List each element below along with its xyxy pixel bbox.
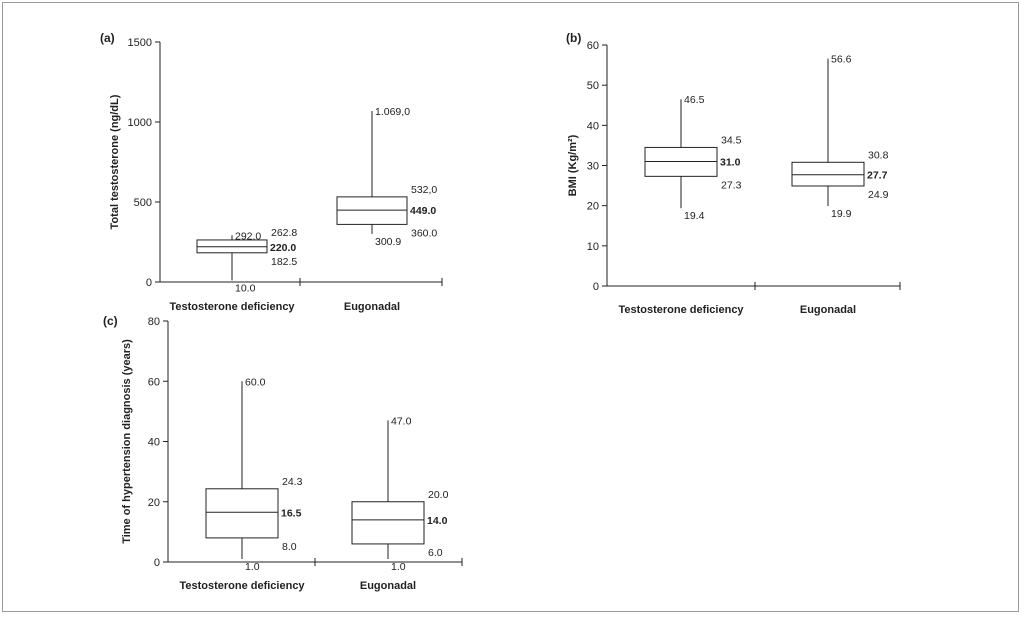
panel-2-box-2-max-label: 56.6 [831,54,852,66]
panel-3-box-1-q1-label: 8.0 [282,541,297,553]
panel-3-y-tick-label: 0 [154,557,160,569]
panel-3-y-tick-label: 40 [148,437,160,449]
panel-2-y-tick-label: 60 [587,40,599,52]
panel-2-y-tick-label: 40 [587,120,599,132]
panel-3-box-2-q3-label: 20.0 [428,489,449,501]
panel-1-y-axis-label: Total testosterone (ng/dL) [109,94,121,229]
panel-3-y-tick-label: 20 [148,497,160,509]
panel-2-label: (b) [566,31,581,45]
panel-3-box-1-iqr-box [205,488,279,539]
panel-1-box-2-q3-label: 532,0 [411,184,437,196]
panel-3-box-2-iqr-box [351,501,425,545]
panel-3-y-tick-label: 60 [148,376,160,388]
panel-2-box-1-median-label: 31.0 [720,156,741,168]
panel-3-box-2-min-label: 1.0 [391,561,406,573]
panel-1-box-2-q1-label: 360.0 [411,227,437,239]
panel-2-y-tick-label: 30 [587,161,599,173]
panel-1-box-1-median-label: 220.0 [270,242,296,254]
panel-1-box-2-min-label: 300.9 [375,236,401,248]
panel-3-box-1-max-label: 60.0 [245,376,266,388]
panel-2-y-tick-label: 10 [587,241,599,253]
panel-2-x-category-label: Testosterone deficiency [618,304,744,316]
panel-3-y-axis-label: Time of hypertension diagnosis (years) [121,339,133,544]
panel-2-box-2-q1-label: 24.9 [868,189,889,201]
panel-3-x-category-label: Eugonadal [360,580,416,592]
panel-3-box-2-max-label: 47.0 [391,415,412,427]
panel-2-box-2-median-label: 27.7 [867,170,888,182]
panel-3-box-2-median-label: 14.0 [427,515,448,527]
panel-2-y-axis-label: BMI (Kg/m²) [567,134,579,196]
panel-2-y-tick-label: 50 [587,80,599,92]
panel-1-x-category-label: Eugonadal [344,301,400,313]
panel-1-box-1-min-label: 10.0 [235,282,256,294]
panel-1-box-1-max-label: 292.0 [235,230,261,242]
panel-3-box-1-median-label: 16.5 [281,507,302,519]
panel-1-box-2-median-label: 449.0 [410,205,436,217]
panel-2-box-1-q3-label: 34.5 [721,134,742,146]
panel-2-box-1-min-label: 19.4 [684,210,705,222]
panel-2-box-2-iqr-box [791,161,865,187]
panel-1-y-tick-label: 1000 [128,117,152,129]
panel-3-label: (c) [103,314,118,328]
panel-2-y-tick-label: 20 [587,201,599,213]
panel-2-box-2-q3-label: 30.8 [868,149,889,161]
panel-1-x-category-label: Testosterone deficiency [169,301,295,313]
panel-2-x-category-label: Eugonadal [800,304,856,316]
panel-1-y-tick-label: 0 [146,277,152,289]
panel-2-box-2-min-label: 19.9 [831,208,852,220]
panel-1-y-tick-label: 500 [134,197,152,209]
panel-1-box-1-q3-label: 262.8 [271,227,297,239]
panel-1-label: (a) [100,31,115,45]
panel-2-y-tick-label: 0 [593,281,599,293]
panel-1-box-2-max-label: 1.069,0 [375,106,410,118]
panel-3-x-category-label: Testosterone deficiency [179,580,305,592]
panel-1-box-1-q1-label: 182.5 [271,256,297,268]
panel-2-box-1-q1-label: 27.3 [721,179,742,191]
panel-3-box-2-q1-label: 6.0 [428,547,443,559]
panel-1-y-tick-label: 1500 [128,37,152,49]
panel-2-box-1-max-label: 46.5 [684,94,705,106]
panel-3-box-1-min-label: 1.0 [245,561,260,573]
panel-3-box-1-q3-label: 24.3 [282,476,303,488]
panel-3-y-tick-label: 80 [148,316,160,328]
